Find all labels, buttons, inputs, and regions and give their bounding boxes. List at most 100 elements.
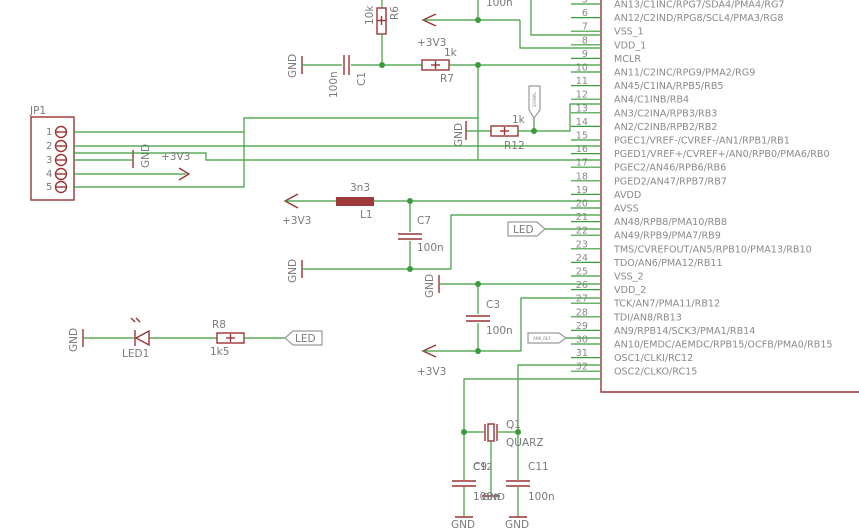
vcc-label: +3V3 bbox=[282, 215, 311, 227]
ic-pin-number: 28 bbox=[576, 307, 588, 318]
r8-name-label: R8 bbox=[212, 319, 226, 331]
ic-pin-number: 23 bbox=[576, 239, 588, 250]
ic-pin-number: 18 bbox=[576, 171, 588, 182]
led-ray bbox=[130, 317, 136, 323]
gnd-label: GND bbox=[287, 259, 299, 283]
ic-pin-number: 22 bbox=[576, 226, 588, 237]
vcc-top-label: +3V3 bbox=[417, 37, 446, 49]
jp1-body bbox=[30, 116, 75, 201]
wire-osc2 bbox=[463, 378, 601, 432]
jp1-pin-number: 4 bbox=[46, 169, 52, 180]
r8-value-label: 1k5 bbox=[210, 346, 229, 358]
wire bbox=[74, 132, 245, 188]
c3-name-label: C3 bbox=[486, 299, 500, 311]
gnd-label: GND bbox=[68, 328, 80, 352]
ic-pin-label: AN45/C1INA/RPB5/RB5 bbox=[614, 81, 724, 92]
ic-body-outline bbox=[600, 0, 859, 393]
c7-name-label: C7 bbox=[417, 215, 431, 227]
c3-value-label: 100n bbox=[486, 325, 513, 337]
ic-pin-label: AN13/C1INC/RPG7/SDA4/PMA4/RG7 bbox=[614, 0, 785, 11]
r7-value-label: 1k bbox=[444, 47, 458, 59]
ic-pin-label: PGED2/AN47/RPB7/RB7 bbox=[614, 176, 727, 187]
jp1-pin-number: 3 bbox=[46, 155, 52, 166]
junction bbox=[475, 348, 481, 354]
probe-tag-label: SIGNAL bbox=[532, 91, 537, 107]
ic-pin-number: 24 bbox=[576, 253, 588, 264]
r7-name-label: R7 bbox=[440, 73, 454, 85]
l1-name-label: L1 bbox=[360, 209, 373, 221]
top-value-label: 100n bbox=[486, 0, 513, 9]
ic-pin-label: VSS_2 bbox=[614, 272, 644, 283]
small-tag bbox=[527, 332, 568, 344]
ic-pin-label: TDI/AN8/RB13 bbox=[613, 312, 682, 323]
junction bbox=[407, 266, 413, 272]
wire-avss bbox=[450, 214, 601, 269]
led-ray bbox=[135, 317, 141, 323]
r12-value-label: 1k bbox=[512, 114, 526, 126]
ic-pin-label: AVSS bbox=[614, 204, 639, 215]
gnd-label: GND bbox=[451, 519, 475, 528]
ic-pin-label: AN10/EMDC/AEMDC/RPB15/OCFB/PMA0/RB15 bbox=[614, 340, 833, 351]
ic-pin-number: 20 bbox=[576, 199, 588, 210]
wire-vdd2 bbox=[520, 297, 601, 351]
ic-pin-label: AN48/RPB8/PMA10/RB8 bbox=[614, 217, 727, 228]
gnd-label: GND bbox=[505, 519, 529, 528]
ic-pin-number: 30 bbox=[576, 335, 588, 346]
ic-pin-number: 5 bbox=[582, 0, 588, 6]
q1-name-label: Q1 bbox=[506, 419, 521, 431]
jp1-name-label: JP1 bbox=[29, 105, 46, 117]
led-flag bbox=[284, 330, 323, 346]
ic-pin-label: AN9/RPB14/SCK3/PMA1/RB14 bbox=[614, 326, 755, 337]
ic-pin-number: 6 bbox=[582, 8, 588, 19]
ic-pin-number: 26 bbox=[576, 280, 588, 291]
ic-pin-label: VSS_1 bbox=[614, 27, 644, 38]
led-name-label: LED1 bbox=[122, 348, 149, 360]
supply-arrow bbox=[178, 167, 191, 181]
ic-pin-label: OSC1/CLKI/RC12 bbox=[614, 353, 693, 364]
ic-pin-label: TMS/CVREFOUT/AN5/RPB10/PMA13/RB10 bbox=[613, 244, 812, 255]
led-triangle bbox=[134, 329, 150, 347]
ic-pin-number: 8 bbox=[582, 35, 588, 46]
ic-pin-label: AVDD bbox=[614, 190, 641, 201]
ic-pin-number: 17 bbox=[576, 158, 588, 169]
r6-name-label: R6 bbox=[389, 6, 401, 20]
c9-value-label: 100n bbox=[473, 491, 500, 503]
ic-pin-number: 15 bbox=[576, 131, 588, 142]
r6-value-label: 10k bbox=[364, 5, 376, 25]
ic-pin-label: AN12/C2IND/RPG8/SCL4/PMA3/RG8 bbox=[614, 13, 783, 24]
ic-pin-label: AN4/C1INB/RB4 bbox=[614, 95, 689, 106]
ic-pin-number: 11 bbox=[576, 76, 588, 87]
l1-body bbox=[336, 197, 374, 206]
ic-pin-label: AN2/C2INB/RPB2/RB2 bbox=[614, 122, 717, 133]
led-flag-label: LED bbox=[295, 333, 316, 345]
ic-pin-label: AN49/RPB9/PMA7/RB9 bbox=[614, 231, 721, 242]
c11-name-label: C11 bbox=[528, 461, 549, 473]
ic-pin-label: AN3/C2INA/RPB3/RB3 bbox=[614, 108, 717, 119]
jp1-pin-number: 2 bbox=[46, 141, 52, 152]
ic-pin-label: PGEC2/AN46/RPB6/RB6 bbox=[614, 163, 726, 174]
c12-gnd-label: GND bbox=[482, 492, 505, 503]
c1-value-label: 100n bbox=[328, 71, 340, 98]
gnd-label: GND bbox=[287, 54, 299, 78]
c9-name-label: C9 bbox=[473, 461, 487, 473]
ic-pin-number: 7 bbox=[582, 22, 588, 33]
ic-pin-label: PGED1/VREF+/CVREF+/AN0/RPB0/PMA6/RB0 bbox=[614, 149, 830, 160]
ic-pin-label: VDD_1 bbox=[614, 40, 646, 51]
ic-pin-number: 21 bbox=[576, 212, 588, 223]
wire bbox=[243, 117, 478, 132]
q1-value-label: QUARZ bbox=[506, 437, 544, 449]
ic-pin-label: TCK/AN7/PMA11/RB12 bbox=[613, 299, 720, 310]
wire-pged1 bbox=[74, 152, 601, 161]
jp1-pin-number: 5 bbox=[46, 182, 52, 193]
c7-value-label: 100n bbox=[417, 242, 444, 254]
l1-value-label: 3n3 bbox=[350, 182, 370, 194]
ic-pin-number: 31 bbox=[576, 348, 588, 359]
vcc-label: +3V3 bbox=[161, 151, 190, 163]
ic-pin-label: VDD_2 bbox=[614, 285, 646, 296]
ic-pin-number: 19 bbox=[576, 185, 588, 196]
vcc-label: +3V3 bbox=[417, 366, 446, 378]
ic-pin-number: 32 bbox=[576, 362, 588, 373]
ic-pin-number: 13 bbox=[576, 103, 588, 114]
